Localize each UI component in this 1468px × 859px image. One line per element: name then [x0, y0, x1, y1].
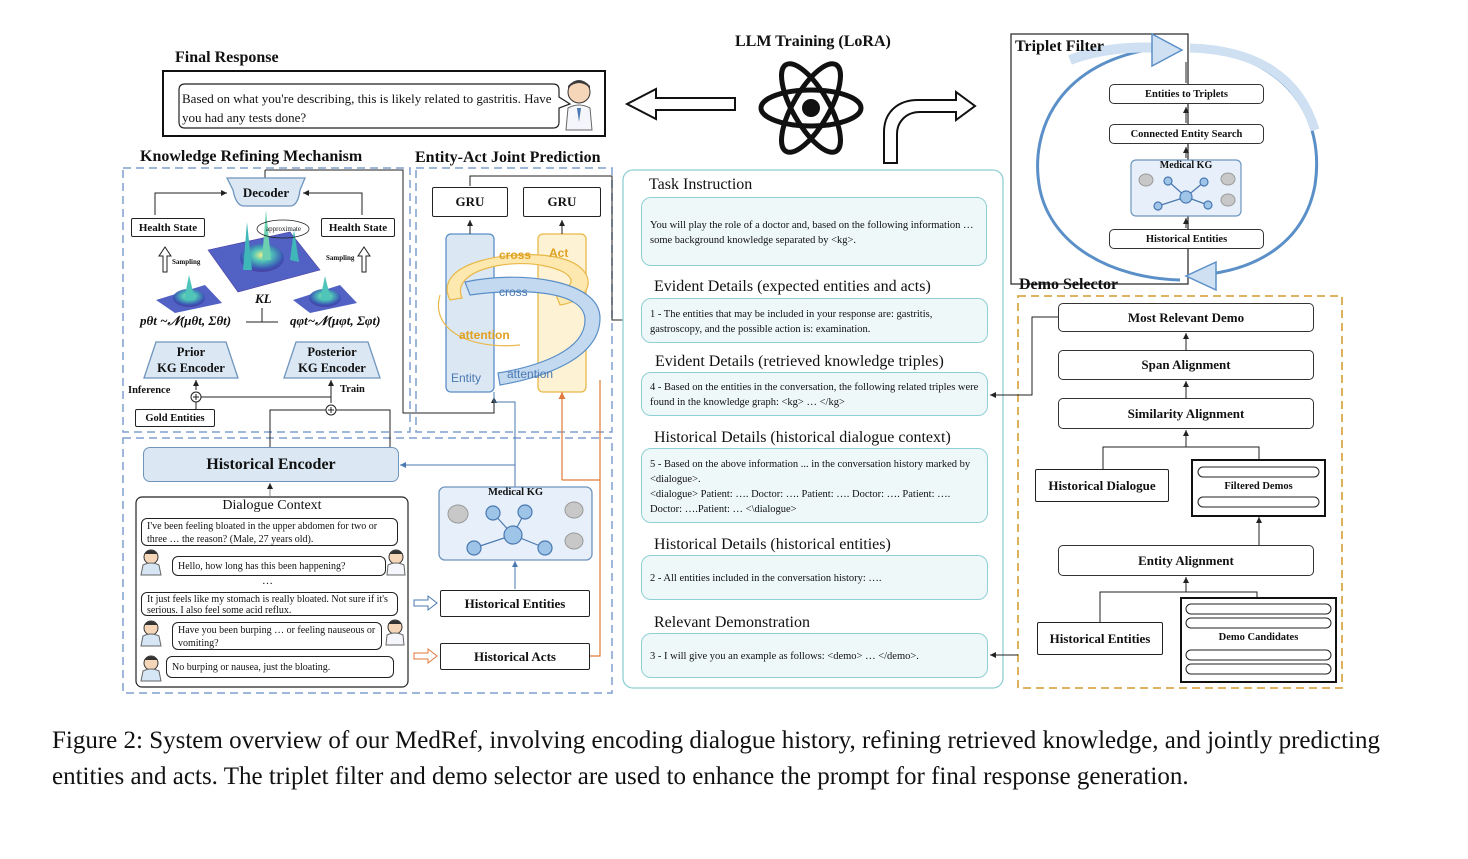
- gru-left-box: GRU: [432, 187, 508, 217]
- final-response-title: Final Response: [175, 49, 279, 66]
- demo-historical-entities-box: Historical Entities: [1037, 622, 1163, 655]
- cross-top-label: cross: [499, 248, 532, 262]
- gold-entities-box: Gold Entities: [135, 409, 215, 427]
- kg-graph-history: [466, 504, 553, 556]
- section-dialogue-body: 5 - Based on the above information ... i…: [641, 448, 988, 523]
- sampling-left-label: Sampling: [172, 258, 201, 266]
- section-task-instruction-body: You will play the role of a doctor and, …: [641, 197, 987, 266]
- utterance-patient-1: I've been feeling bloated in the upper a…: [141, 518, 398, 546]
- train-label: Train: [340, 384, 365, 395]
- utterance-doctor-2: Have you been burping … or feeling nause…: [172, 622, 382, 650]
- span-alignment-box: Span Alignment: [1058, 350, 1314, 380]
- hollow-arrow-left: [624, 87, 736, 121]
- utterance-ellipsis: …: [262, 575, 273, 587]
- demo-selector-title: Demo Selector: [1019, 276, 1119, 293]
- history-medical-kg-label: Medical KG: [487, 487, 544, 498]
- knowledge-refining-frame: [122, 167, 411, 433]
- hollow-arrow-blue: [413, 594, 438, 612]
- most-relevant-demo-box: Most Relevant Demo: [1058, 303, 1314, 332]
- posterior-kg-encoder: Posterior KG Encoder: [284, 344, 380, 376]
- llm-training-title: LLM Training (LoRA): [735, 33, 891, 50]
- cross-mid-label: cross: [499, 285, 528, 299]
- task-instruction-text: You will play the role of a doctor and, …: [650, 219, 974, 246]
- triplet-medical-kg-label: Medical KG: [1159, 160, 1213, 171]
- patient-avatar-icon-2: [140, 620, 162, 647]
- utterance-patient-2: It just feels like my stomach is really …: [141, 592, 398, 616]
- historical-encoder-frame: [122, 437, 613, 694]
- dialogue-context-title: Dialogue Context: [222, 498, 322, 513]
- prior-formula: pθt ~𝒩(μθt, Σθt): [140, 313, 232, 328]
- triplet-filter-title: Triplet Filter: [1015, 38, 1104, 55]
- dialogue-text: 5 - Based on the above information ... i…: [650, 458, 971, 515]
- health-state-left-box: Health State: [131, 218, 205, 237]
- kg-graph-triplet: [1153, 176, 1213, 211]
- entity-label: Entity: [451, 371, 482, 385]
- section-entities-heading: Historical Details (historical entities): [654, 536, 891, 553]
- section-expected-heading: Evident Details (expected entities and a…: [654, 278, 931, 295]
- connected-entity-search-box: Connected Entity Search: [1109, 124, 1264, 144]
- section-demo-body: 3 - I will give you an example as follow…: [641, 633, 988, 678]
- section-triples-body: 4 - Based on the entities in the convers…: [641, 372, 988, 416]
- posterior-encoder-line2: KG Encoder: [298, 361, 366, 375]
- approximate-label: approximate: [266, 225, 301, 233]
- triples-text: 4 - Based on the entities in the convers…: [650, 382, 979, 408]
- entity-alignment-box: Entity Alignment: [1058, 545, 1314, 576]
- knowledge-refining-title: Knowledge Refining Mechanism: [140, 148, 363, 165]
- prior-encoder-line2: KG Encoder: [157, 361, 225, 375]
- section-triples-heading: Evident Details (retrieved knowledge tri…: [655, 353, 944, 370]
- historical-encoder-box: Historical Encoder: [143, 447, 399, 482]
- section-demo-heading: Relevant Demonstration: [654, 614, 810, 631]
- patient-avatar-icon-3: [140, 655, 162, 682]
- gaussian-surface-center: [207, 210, 321, 293]
- filtered-demos-label: Filtered Demos: [1224, 481, 1293, 492]
- gru-right-box: GRU: [523, 187, 601, 217]
- inference-label: Inference: [128, 385, 171, 396]
- doctor-avatar-small-icon-2: [385, 619, 405, 646]
- demo-candidates-label: Demo Candidates: [1218, 632, 1299, 643]
- gaussian-surface-right: [293, 276, 357, 313]
- demo-text: 3 - I will give you an example as follow…: [650, 651, 919, 662]
- decoder-label: Decoder: [242, 185, 290, 200]
- section-entities-body: 2 - All entities included in the convers…: [641, 555, 988, 600]
- similarity-alignment-box: Similarity Alignment: [1058, 398, 1314, 429]
- cross-band-blue: [464, 276, 601, 386]
- act-label: Act: [549, 246, 569, 260]
- section-expected-body: 1 - The entities that may be included in…: [641, 298, 988, 343]
- posterior-encoder-line1: Posterior: [307, 345, 357, 359]
- health-state-right-box: Health State: [321, 218, 395, 237]
- utterance-doctor-1: Hello, how long has this been happening?: [172, 556, 386, 576]
- doctor-avatar-icon: [565, 80, 593, 131]
- entities-to-triplets-box: Entities to Triplets: [1109, 84, 1264, 104]
- cycle-arrow-left: [1036, 46, 1181, 282]
- triplet-historical-entities-box: Historical Entities: [1109, 229, 1264, 249]
- hollow-arrow-curve: [883, 90, 977, 164]
- cross-band-gold: [446, 254, 589, 306]
- historical-acts-box: Historical Acts: [440, 643, 590, 670]
- hollow-arrow-orange: [413, 647, 438, 665]
- prior-kg-encoder: Prior KG Encoder: [144, 344, 238, 376]
- entity-act-title: Entity-Act Joint Prediction: [415, 149, 601, 166]
- entities-text: 2 - All entities included in the convers…: [650, 573, 882, 584]
- expected-text: 1 - The entities that may be included in…: [650, 308, 933, 335]
- final-response-text: Based on what you're describing, this is…: [182, 91, 552, 125]
- posterior-formula: qφt~𝒩(μφt, Σφt): [290, 313, 381, 328]
- atom-icon: [758, 61, 864, 155]
- demo-selector-frame: [1017, 295, 1343, 689]
- historical-dialogue-box: Historical Dialogue: [1035, 469, 1169, 502]
- section-dialogue-heading: Historical Details (historical dialogue …: [654, 429, 951, 446]
- sampling-right-label: Sampling: [326, 254, 355, 262]
- utterance-patient-3: No burping or nausea, just the bloating.: [166, 656, 394, 678]
- section-task-instruction-heading: Task Instruction: [649, 176, 753, 193]
- kl-label: KL: [255, 291, 272, 306]
- prior-encoder-line1: Prior: [176, 345, 206, 359]
- gaussian-surface-left: [156, 275, 222, 313]
- patient-avatar-icon: [140, 549, 162, 576]
- attention-left-label: attention: [459, 328, 510, 342]
- attention-right-label: attention: [507, 367, 554, 381]
- figure-caption: Figure 2: System overview of our MedRef,…: [52, 727, 1380, 790]
- doctor-avatar-small-icon: [386, 549, 406, 576]
- historical-entities-box: Historical Entities: [440, 590, 590, 617]
